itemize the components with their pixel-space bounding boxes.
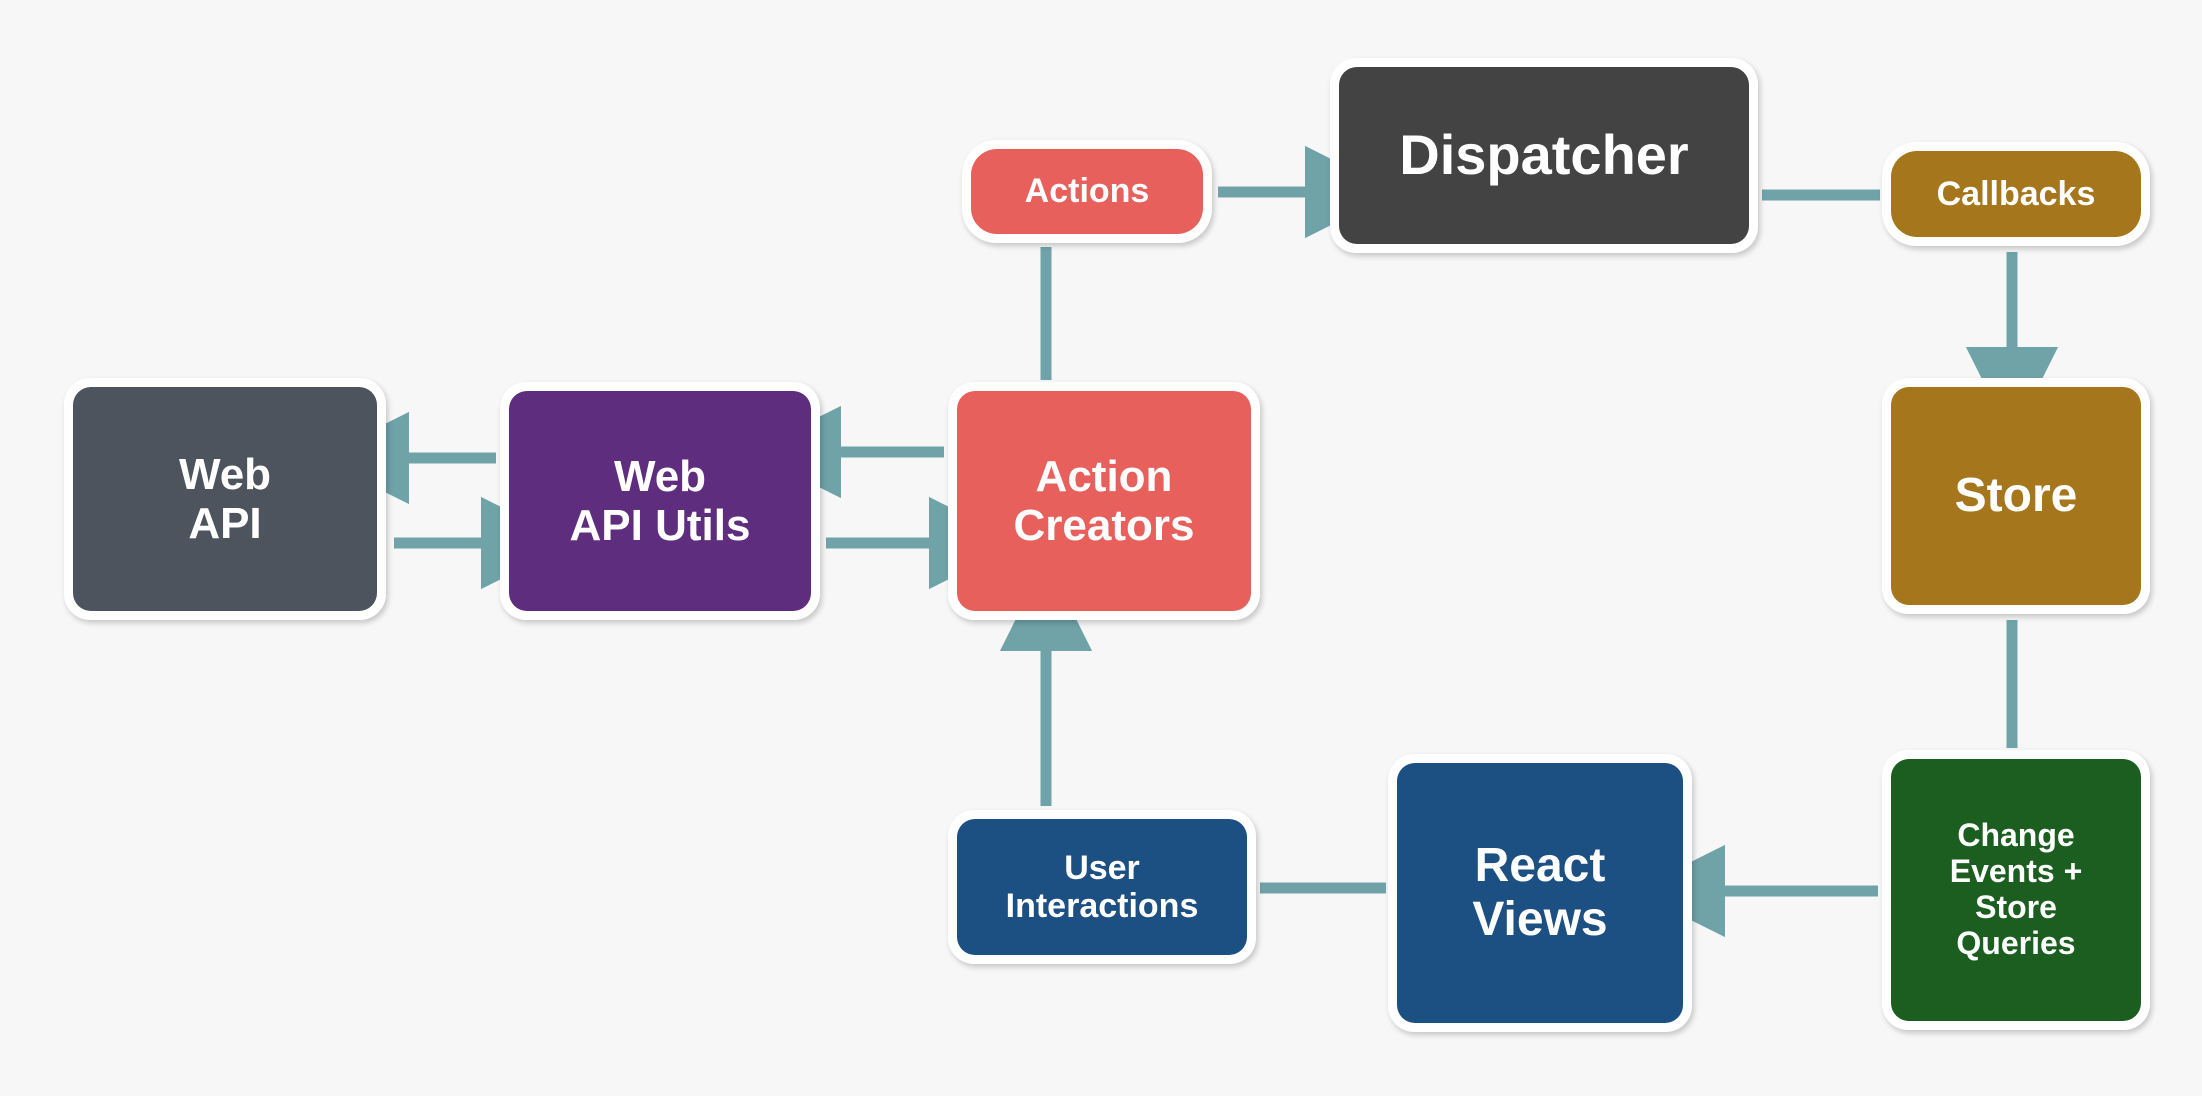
node-change-events-store-queries-body: Change Events + Store Queries xyxy=(1891,759,2141,1021)
node-change-events-line-4: Queries xyxy=(1956,924,2076,961)
node-store-label: Store xyxy=(1954,469,2078,523)
node-store[interactable]: Store xyxy=(1882,378,2150,614)
node-web-api-utils[interactable]: Web API Utils xyxy=(500,382,820,620)
node-react-views-body: React Views xyxy=(1397,763,1683,1023)
node-dispatcher-body: Dispatcher xyxy=(1339,67,1749,244)
node-dispatcher[interactable]: Dispatcher xyxy=(1330,58,1758,253)
node-dispatcher-label: Dispatcher xyxy=(1399,123,1689,187)
node-action-creators[interactable]: Action Creators xyxy=(948,382,1260,620)
node-action-creators-body: Action Creators xyxy=(957,391,1251,611)
node-web-api[interactable]: Web API xyxy=(64,378,386,620)
node-change-events-store-queries[interactable]: Change Events + Store Queries xyxy=(1882,750,2150,1030)
node-actions-label: Actions xyxy=(1024,172,1150,211)
node-change-events-line-2: Events + xyxy=(1949,853,2083,890)
node-change-events-line-1: Change xyxy=(1957,817,2075,854)
node-actions-body: Actions xyxy=(971,149,1203,234)
node-user-interactions-body: User Interactions xyxy=(957,819,1247,955)
node-web-api-utils-line-2: API Utils xyxy=(569,501,751,550)
node-action-creators-line-1: Action xyxy=(1035,451,1173,501)
node-action-creators-line-2: Creators xyxy=(1013,501,1195,550)
node-web-api-utils-line-1: Web xyxy=(613,451,707,501)
node-callbacks[interactable]: Callbacks xyxy=(1882,142,2150,246)
node-user-interactions[interactable]: User Interactions xyxy=(948,810,1256,964)
node-user-interactions-line-1: User xyxy=(1064,848,1140,887)
node-callbacks-body: Callbacks xyxy=(1891,151,2141,237)
node-store-body: Store xyxy=(1891,387,2141,605)
node-change-events-line-3: Store xyxy=(1975,889,2057,925)
node-react-views-line-2: Views xyxy=(1472,893,1608,946)
node-react-views-line-1: React xyxy=(1474,839,1606,893)
node-web-api-utils-body: Web API Utils xyxy=(509,391,811,611)
node-user-interactions-line-2: Interactions xyxy=(1005,887,1199,925)
node-actions[interactable]: Actions xyxy=(962,140,1212,243)
node-react-views[interactable]: React Views xyxy=(1388,754,1692,1032)
node-web-api-line-1: Web xyxy=(178,449,272,499)
node-web-api-line-2: API xyxy=(188,499,262,548)
node-web-api-body: Web API xyxy=(73,387,377,611)
node-callbacks-label: Callbacks xyxy=(1936,174,2096,213)
